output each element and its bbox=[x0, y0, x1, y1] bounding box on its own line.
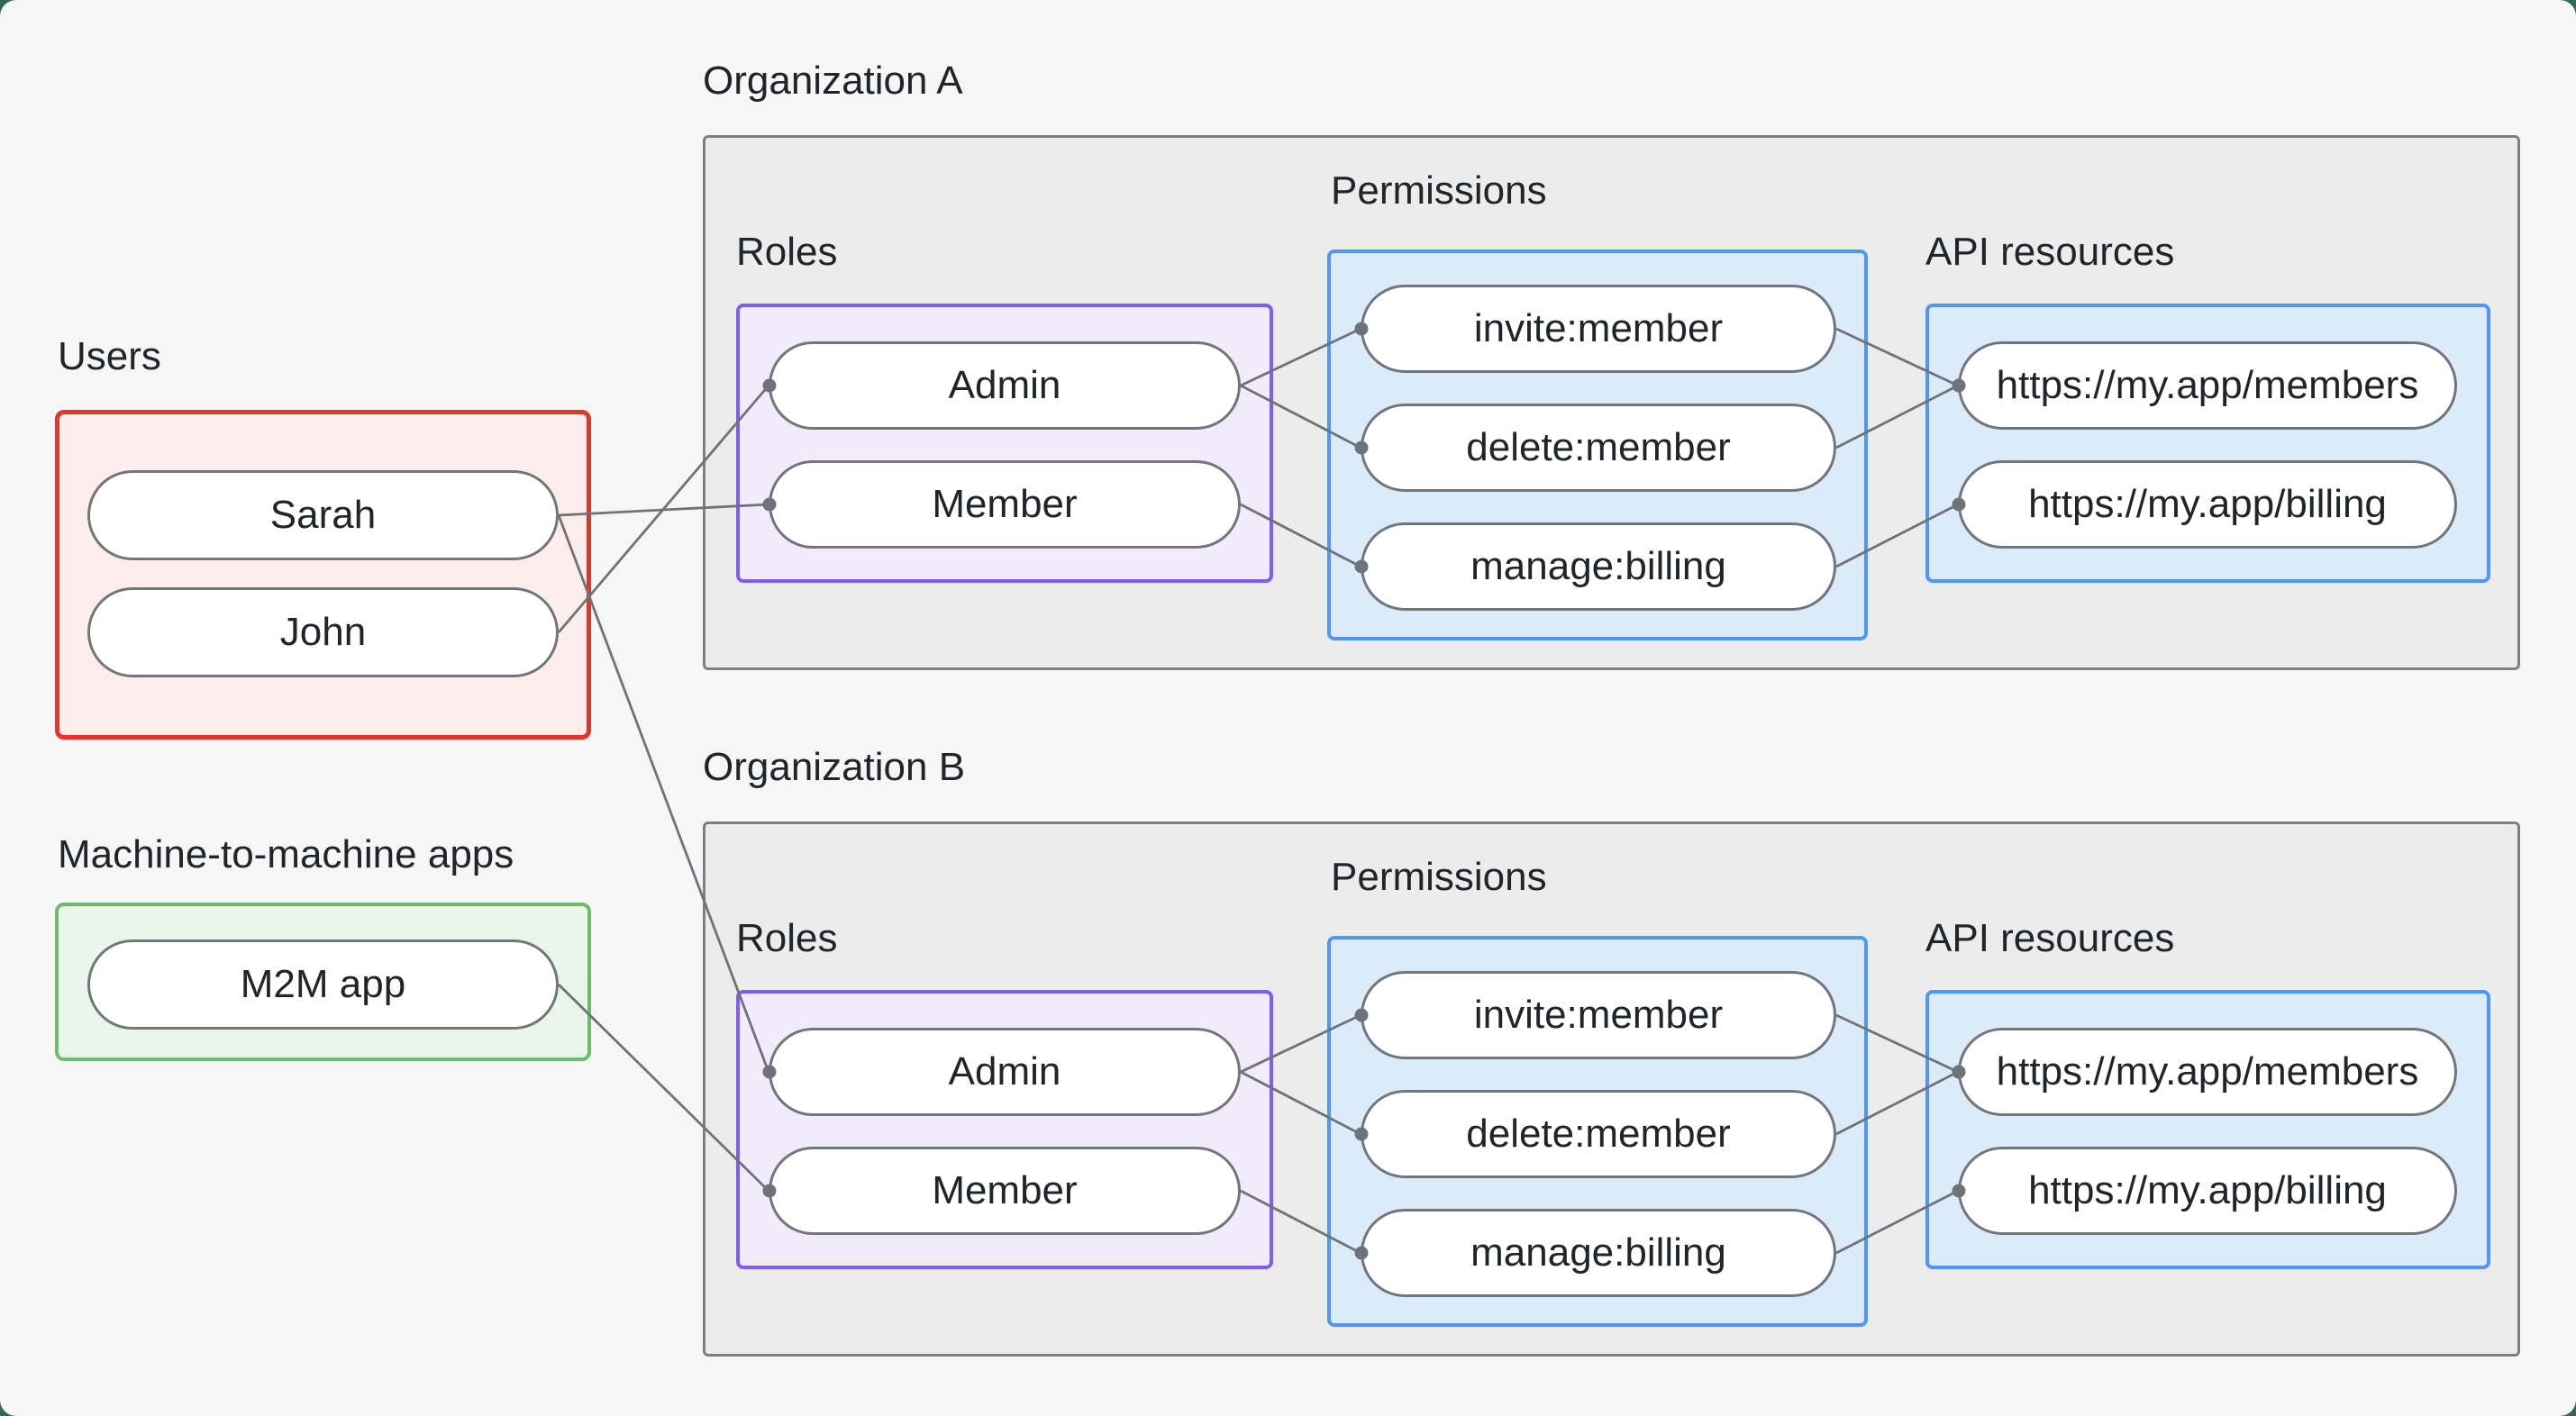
organization-a: Organization A Roles Admin Member Permis… bbox=[703, 61, 2520, 670]
org-a-api-members: https://my.app/members bbox=[1958, 341, 2457, 430]
org-b-roles-label: Roles bbox=[736, 916, 838, 960]
org-b-api-billing: https://my.app/billing bbox=[1958, 1147, 2457, 1235]
org-b-api-resources-label: API resources bbox=[1925, 916, 2175, 960]
users-group-box bbox=[55, 410, 591, 740]
org-b-permissions-label: Permissions bbox=[1331, 855, 1547, 899]
org-b-role-member: Member bbox=[769, 1147, 1241, 1235]
org-b-permission-invite-member: invite:member bbox=[1361, 971, 1836, 1059]
org-a-permission-delete-member: delete:member bbox=[1361, 404, 1836, 492]
users-group-label: Users bbox=[58, 334, 161, 378]
org-b-role-admin: Admin bbox=[769, 1028, 1241, 1116]
org-a-role-member: Member bbox=[769, 460, 1241, 549]
organization-a-title: Organization A bbox=[703, 59, 963, 103]
user-node-john: John bbox=[87, 587, 559, 677]
user-node-sarah: Sarah bbox=[87, 470, 559, 560]
org-a-permission-invite-member: invite:member bbox=[1361, 285, 1836, 373]
org-a-api-resources-label: API resources bbox=[1925, 230, 2175, 274]
organization-b-title: Organization B bbox=[703, 745, 966, 789]
org-a-roles-label: Roles bbox=[736, 230, 838, 274]
m2m-group-label: Machine-to-machine apps bbox=[58, 832, 514, 876]
org-b-api-members: https://my.app/members bbox=[1958, 1028, 2457, 1116]
org-a-api-billing: https://my.app/billing bbox=[1958, 460, 2457, 549]
organization-b: Organization B Roles Admin Member Permis… bbox=[703, 748, 2520, 1357]
m2m-app-node: M2M app bbox=[87, 939, 559, 1030]
org-a-permission-manage-billing: manage:billing bbox=[1361, 522, 1836, 611]
org-a-permissions-label: Permissions bbox=[1331, 168, 1547, 213]
org-a-role-admin: Admin bbox=[769, 341, 1241, 430]
org-b-permission-delete-member: delete:member bbox=[1361, 1090, 1836, 1178]
org-b-permission-manage-billing: manage:billing bbox=[1361, 1209, 1836, 1297]
